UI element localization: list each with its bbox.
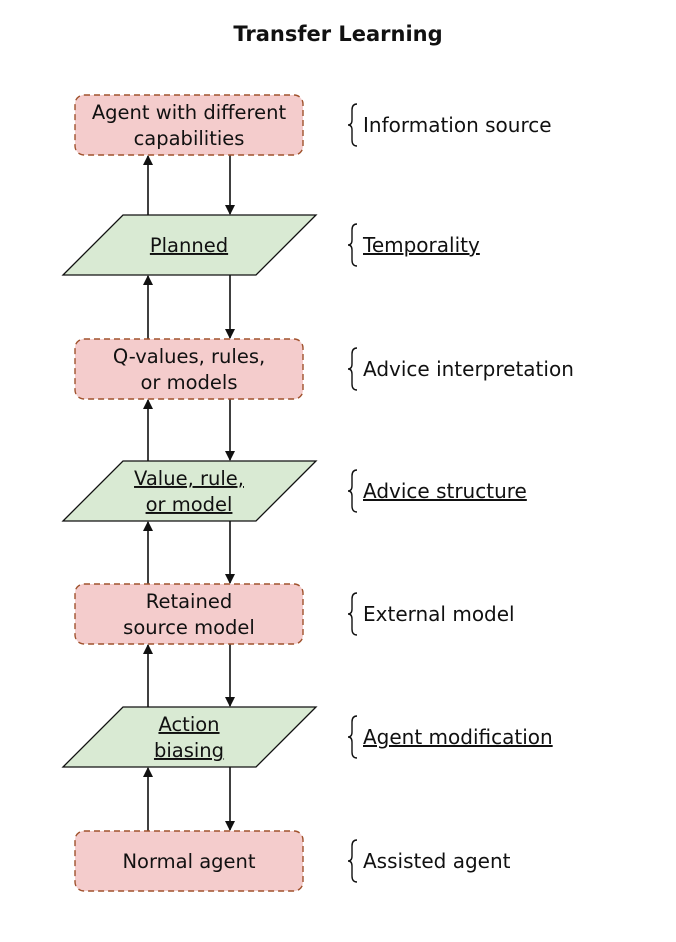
nodes: Agent with different capabilitiesPlannedQ…	[61, 94, 318, 892]
node-label: Retained	[146, 590, 232, 613]
node-label: Value, rule,	[134, 467, 244, 490]
node-label: Action	[158, 713, 219, 736]
side-label: Agent modification	[363, 725, 553, 749]
node-n1: Agent with different capabilities	[74, 94, 304, 156]
data-parallelogram	[61, 214, 318, 276]
data-parallelogram	[61, 706, 318, 768]
node-n6: Action biasing	[61, 706, 318, 768]
side-label: External model	[363, 602, 515, 626]
node-label: source model	[123, 616, 255, 639]
node-label: Planned	[150, 234, 228, 257]
side-label: Assisted agent	[363, 849, 511, 873]
node-label: or models	[140, 371, 237, 394]
page-title: Transfer Learning	[233, 22, 443, 46]
curly-brace	[347, 592, 358, 636]
node-label: biasing	[154, 739, 224, 762]
process-box	[74, 583, 304, 645]
data-parallelogram	[61, 460, 318, 522]
node-n7: Normal agent	[74, 830, 304, 892]
curly-brace	[347, 715, 358, 759]
node-n2: Planned	[61, 214, 318, 276]
side-label: Temporality	[362, 233, 480, 257]
node-n4: Value, rule, or model	[61, 460, 318, 522]
process-box	[74, 830, 304, 892]
curly-brace	[347, 103, 358, 147]
node-label: Agent with different	[92, 101, 287, 124]
node-n3: Q-values, rules, or models	[74, 338, 304, 400]
process-box	[74, 338, 304, 400]
process-box	[74, 94, 304, 156]
node-label: capabilities	[134, 127, 245, 150]
curly-brace	[347, 223, 358, 267]
node-label: Q-values, rules,	[113, 345, 265, 368]
side-label: Information source	[363, 113, 552, 137]
node-label: or model	[146, 493, 233, 516]
node-n5: Retained source model	[74, 583, 304, 645]
curly-brace	[347, 839, 358, 883]
node-label: Normal agent	[122, 850, 255, 873]
edges	[143, 155, 235, 831]
side-label: Advice structure	[363, 479, 527, 503]
curly-brace	[347, 347, 358, 391]
side-label: Advice interpretation	[363, 357, 574, 381]
curly-brace	[347, 469, 358, 513]
